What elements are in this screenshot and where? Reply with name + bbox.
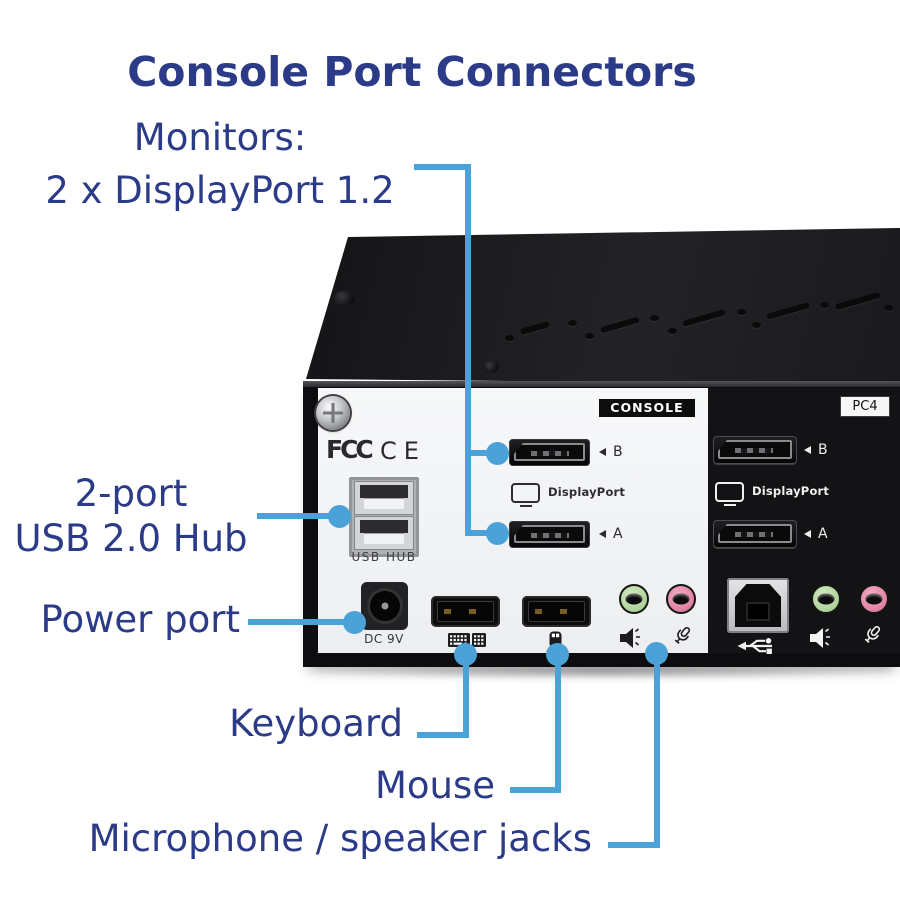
port-marker-pc4-b: B: [804, 443, 828, 457]
port-letter: B: [613, 444, 623, 460]
callout-line-power: [248, 619, 355, 625]
usb-b-port: [727, 578, 789, 633]
vent-dot: [820, 302, 829, 308]
left-arrow-icon: [599, 530, 606, 538]
displayport-monitor-icon: [511, 483, 540, 503]
label-audio-jacks: Microphone / speaker jacks: [88, 817, 592, 860]
vent-dot: [505, 335, 514, 341]
usb-trident-icon: [737, 636, 779, 656]
label-mouse: Mouse: [374, 764, 495, 807]
port-letter: A: [818, 526, 828, 542]
callout-line-monitors-h: [414, 164, 471, 170]
callout-line-keyboard-h: [417, 732, 469, 738]
console-badge: CONSOLE: [599, 399, 695, 417]
panel-screw: [316, 396, 350, 430]
vent-dot: [585, 333, 594, 339]
port-marker-pc4-a: A: [804, 527, 828, 541]
vent-dot: [650, 315, 659, 321]
usb-a-port: [354, 516, 414, 550]
speaker-jack-pc4: [811, 584, 841, 614]
displayport-monitor-icon: [715, 482, 744, 502]
top-screw: [333, 291, 355, 306]
callout-dot-audio: [645, 642, 668, 665]
displayport-pc4-a: [713, 520, 797, 548]
port-marker-console-a: A: [599, 527, 623, 541]
panel-top-edge: [303, 381, 900, 387]
displayport-logo-pc4: DisplayPort: [715, 482, 829, 502]
label-usb-hub-line1: 2-port: [74, 472, 188, 515]
vent-slot: [682, 309, 726, 327]
displayport-console-a: [509, 521, 590, 548]
console-section: FCC CE CONSOLE B DisplayPort A: [316, 388, 708, 653]
callout-line-mouse-h: [510, 787, 561, 793]
vent-slot: [519, 320, 551, 336]
label-usb-hub-line2: USB 2.0 Hub: [14, 517, 248, 560]
vent-dot: [668, 328, 677, 334]
callout-branch-dp-a: [468, 530, 497, 536]
device-top-panel: [306, 228, 900, 385]
callout-dot-usb-hub: [328, 505, 351, 528]
microphone-jack-console: [666, 584, 696, 614]
label-monitors: Monitors: 2 x DisplayPort 1.2: [0, 111, 440, 217]
vent-slot: [766, 302, 810, 320]
usb-hub-label: USB HUB: [351, 550, 417, 564]
port-letter: A: [613, 526, 623, 542]
callout-dot-power: [343, 611, 366, 634]
label-monitors-line2: 2 x DisplayPort 1.2: [45, 169, 395, 212]
callout-line-keyboard-v: [463, 652, 469, 738]
microphone-jack-pc4: [859, 584, 889, 614]
vent-slot: [599, 316, 641, 334]
left-arrow-icon: [804, 446, 811, 454]
callout-line-audio-h: [608, 842, 660, 848]
vent-slot: [835, 291, 881, 311]
speaker-jack-console: [619, 584, 649, 614]
port-letter: B: [818, 442, 828, 458]
device-rear-panel: FCC CE CONSOLE B DisplayPort A: [303, 381, 900, 667]
speaker-icon: [809, 627, 835, 649]
callout-dot-mouse: [546, 643, 569, 666]
pc4-section: PC4 B DisplayPort A: [708, 388, 900, 656]
label-power-port: Power port: [40, 598, 240, 641]
left-arrow-icon: [804, 530, 811, 538]
callout-line-usb-hub: [257, 513, 351, 519]
displayport-pc4-b: [713, 436, 797, 464]
callout-dot-keyboard: [454, 643, 477, 666]
vent-dot: [737, 309, 746, 315]
label-monitors-line1: Monitors:: [133, 116, 307, 159]
port-marker-console-b: B: [599, 445, 623, 459]
callout-line-audio-v: [654, 652, 660, 848]
usb-a-port: [354, 481, 414, 515]
ce-mark: CE: [380, 437, 426, 465]
vent-dot: [752, 322, 761, 328]
displayport-label: DisplayPort: [548, 485, 626, 500]
callout-dot-dp-a: [486, 522, 509, 545]
page-title: Console Port Connectors: [127, 48, 697, 97]
fcc-mark: FCC: [326, 435, 374, 464]
top-screw: [483, 361, 499, 373]
vent-dot: [884, 305, 893, 311]
usb-hub-ports: [349, 477, 419, 557]
keyboard-port: [431, 596, 500, 627]
pc4-badge: PC4: [841, 397, 889, 416]
label-keyboard: Keyboard: [229, 702, 403, 745]
speaker-icon: [619, 627, 645, 649]
dc-9v-label: DC 9V: [364, 632, 404, 646]
microphone-icon: [669, 625, 695, 649]
label-usb-hub: 2-port USB 2.0 Hub: [0, 471, 262, 561]
callout-line-monitors-v: [465, 164, 471, 536]
displayport-label: DisplayPort: [752, 484, 830, 499]
microphone-icon: [859, 624, 885, 648]
left-arrow-icon: [599, 448, 606, 456]
device-shadow: [295, 663, 900, 679]
callout-line-mouse-v: [555, 652, 561, 793]
displayport-logo-console: DisplayPort: [511, 483, 625, 503]
callout-dot-dp-b: [486, 442, 509, 465]
vent-dot: [568, 320, 577, 326]
dc-power-jack: [361, 582, 408, 630]
displayport-console-b: [509, 439, 590, 466]
callout-branch-dp-b: [468, 450, 497, 456]
mouse-port: [522, 596, 591, 627]
